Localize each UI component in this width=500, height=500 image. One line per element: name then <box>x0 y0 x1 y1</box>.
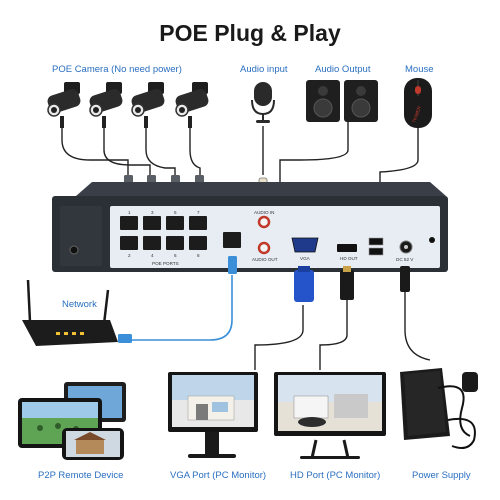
audio-out-jack-icon <box>257 241 271 255</box>
usb-port-icon <box>368 237 384 246</box>
label-poe-camera: POE Camera (No need power) <box>52 64 182 75</box>
port-number: 4 <box>151 253 154 258</box>
label-audio-input: Audio input <box>240 64 288 75</box>
cables <box>61 120 431 370</box>
speakers-icon <box>306 80 378 122</box>
port-number: 3 <box>151 210 154 215</box>
camera-icon <box>175 82 209 128</box>
port-number: 8 <box>197 253 200 258</box>
vga-monitor-icon <box>168 372 258 458</box>
port-number: 2 <box>128 253 131 258</box>
rj45-port-icon <box>143 236 161 250</box>
dc-plug-icon <box>400 266 410 292</box>
network-plug-icon <box>118 334 132 343</box>
camera-cable-3 <box>145 128 176 175</box>
power-cable <box>404 290 431 361</box>
rj45-port-icon <box>143 216 161 230</box>
port-number: 6 <box>174 253 177 258</box>
camera-group <box>47 82 209 128</box>
network-cable <box>130 275 233 341</box>
port-number: 1 <box>128 210 131 215</box>
rj45-port-icon <box>120 216 138 230</box>
rj45-port-icon <box>120 236 138 250</box>
label-mouse: Mouse <box>405 64 434 75</box>
power-plug-icon <box>462 372 478 392</box>
speaker-cable <box>279 120 349 190</box>
rj45-port-icon <box>189 216 207 230</box>
hd-port-icon <box>337 244 357 252</box>
rj45-port-icon <box>166 236 184 250</box>
poe-ports-label: POE PORTS <box>152 261 179 266</box>
port-number: 5 <box>174 210 177 215</box>
hd-cable <box>319 300 348 370</box>
dc-label: DC 52 V <box>396 257 414 262</box>
vga-label: VGA <box>300 256 310 261</box>
port-number: 7 <box>197 210 200 215</box>
camera-icon <box>89 82 123 128</box>
rj45-port-icon <box>166 216 184 230</box>
screw-icon <box>429 237 435 243</box>
camera-icon <box>47 82 81 128</box>
label-vga-monitor: VGA Port (PC Monitor) <box>170 470 267 481</box>
label-audio-output: Audio Output <box>315 64 371 75</box>
vga-cable <box>254 305 304 370</box>
hd-monitor-icon <box>274 372 386 459</box>
camera-cable-4 <box>189 128 201 175</box>
hd-plug-icon <box>340 266 354 300</box>
hd-out-label: HD OUT <box>340 256 358 261</box>
router-icon <box>22 279 118 346</box>
vga-port-icon <box>291 237 319 253</box>
audio-out-label: AUDIO OUT <box>252 257 278 262</box>
p2p-devices <box>18 382 126 460</box>
network-plug-icon <box>228 256 237 274</box>
poe-ports <box>120 216 207 250</box>
camera-icon <box>131 82 165 128</box>
camera-cable-2 <box>103 128 151 175</box>
label-network: Network <box>62 299 97 310</box>
page-title: POE Plug & Play <box>159 20 341 46</box>
label-hd-monitor: HD Port (PC Monitor) <box>290 470 381 481</box>
lan-port-icon <box>223 232 241 248</box>
rj45-port-icon <box>189 236 207 250</box>
power-adapter-icon <box>400 368 478 449</box>
label-power-supply: Power Supply <box>412 470 471 481</box>
camera-cable-1 <box>61 128 129 175</box>
mouse-cable <box>379 128 419 188</box>
nvr-recorder <box>52 182 448 272</box>
vga-plug-icon <box>294 266 314 302</box>
audio-in-label: AUDIO IN <box>254 210 275 215</box>
usb-port-icon <box>368 247 384 256</box>
audio-in-jack-icon <box>257 215 271 229</box>
label-p2p: P2P Remote Device <box>38 470 124 481</box>
